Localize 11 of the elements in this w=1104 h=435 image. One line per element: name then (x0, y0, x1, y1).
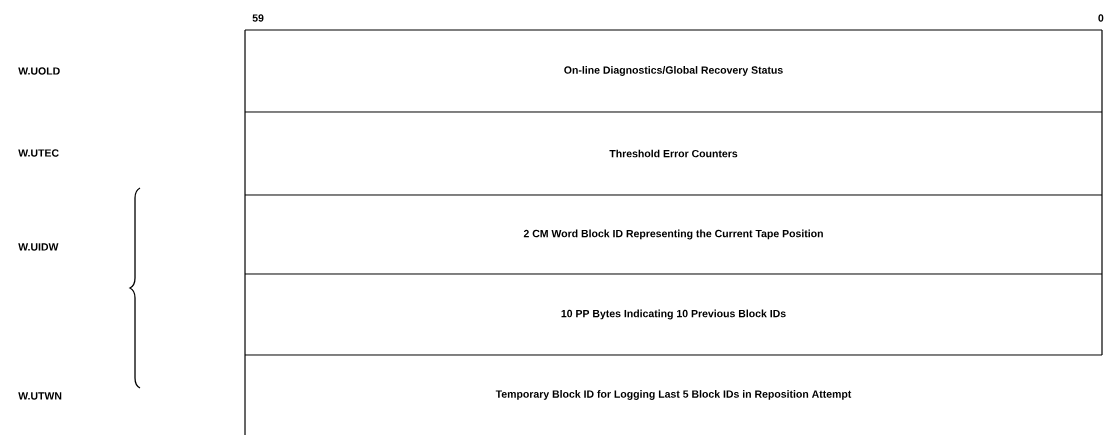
bit-number: 0 (1098, 14, 1104, 22)
bit-number: 59 (252, 14, 264, 22)
word-label: W.UTEC (18, 149, 59, 157)
field-row: Threshold Error Counters (609, 149, 738, 158)
field-row: 2 CM Word Block ID Representing the Current Tape Position (523, 229, 823, 240)
field-row: 10 PP Bytes Indicating 10 Previous Block IDs (561, 309, 786, 320)
word-label: W.UTWN (18, 392, 62, 400)
field-row: On-line Diagnostics/Global Recovery Status (564, 66, 783, 76)
word-label: W.UOLD (18, 67, 60, 75)
field-row: Temporary Block ID for Logging Last 5 Block IDs in Reposition Attempt (495, 390, 852, 400)
word-label: W.UIDW (18, 243, 59, 251)
